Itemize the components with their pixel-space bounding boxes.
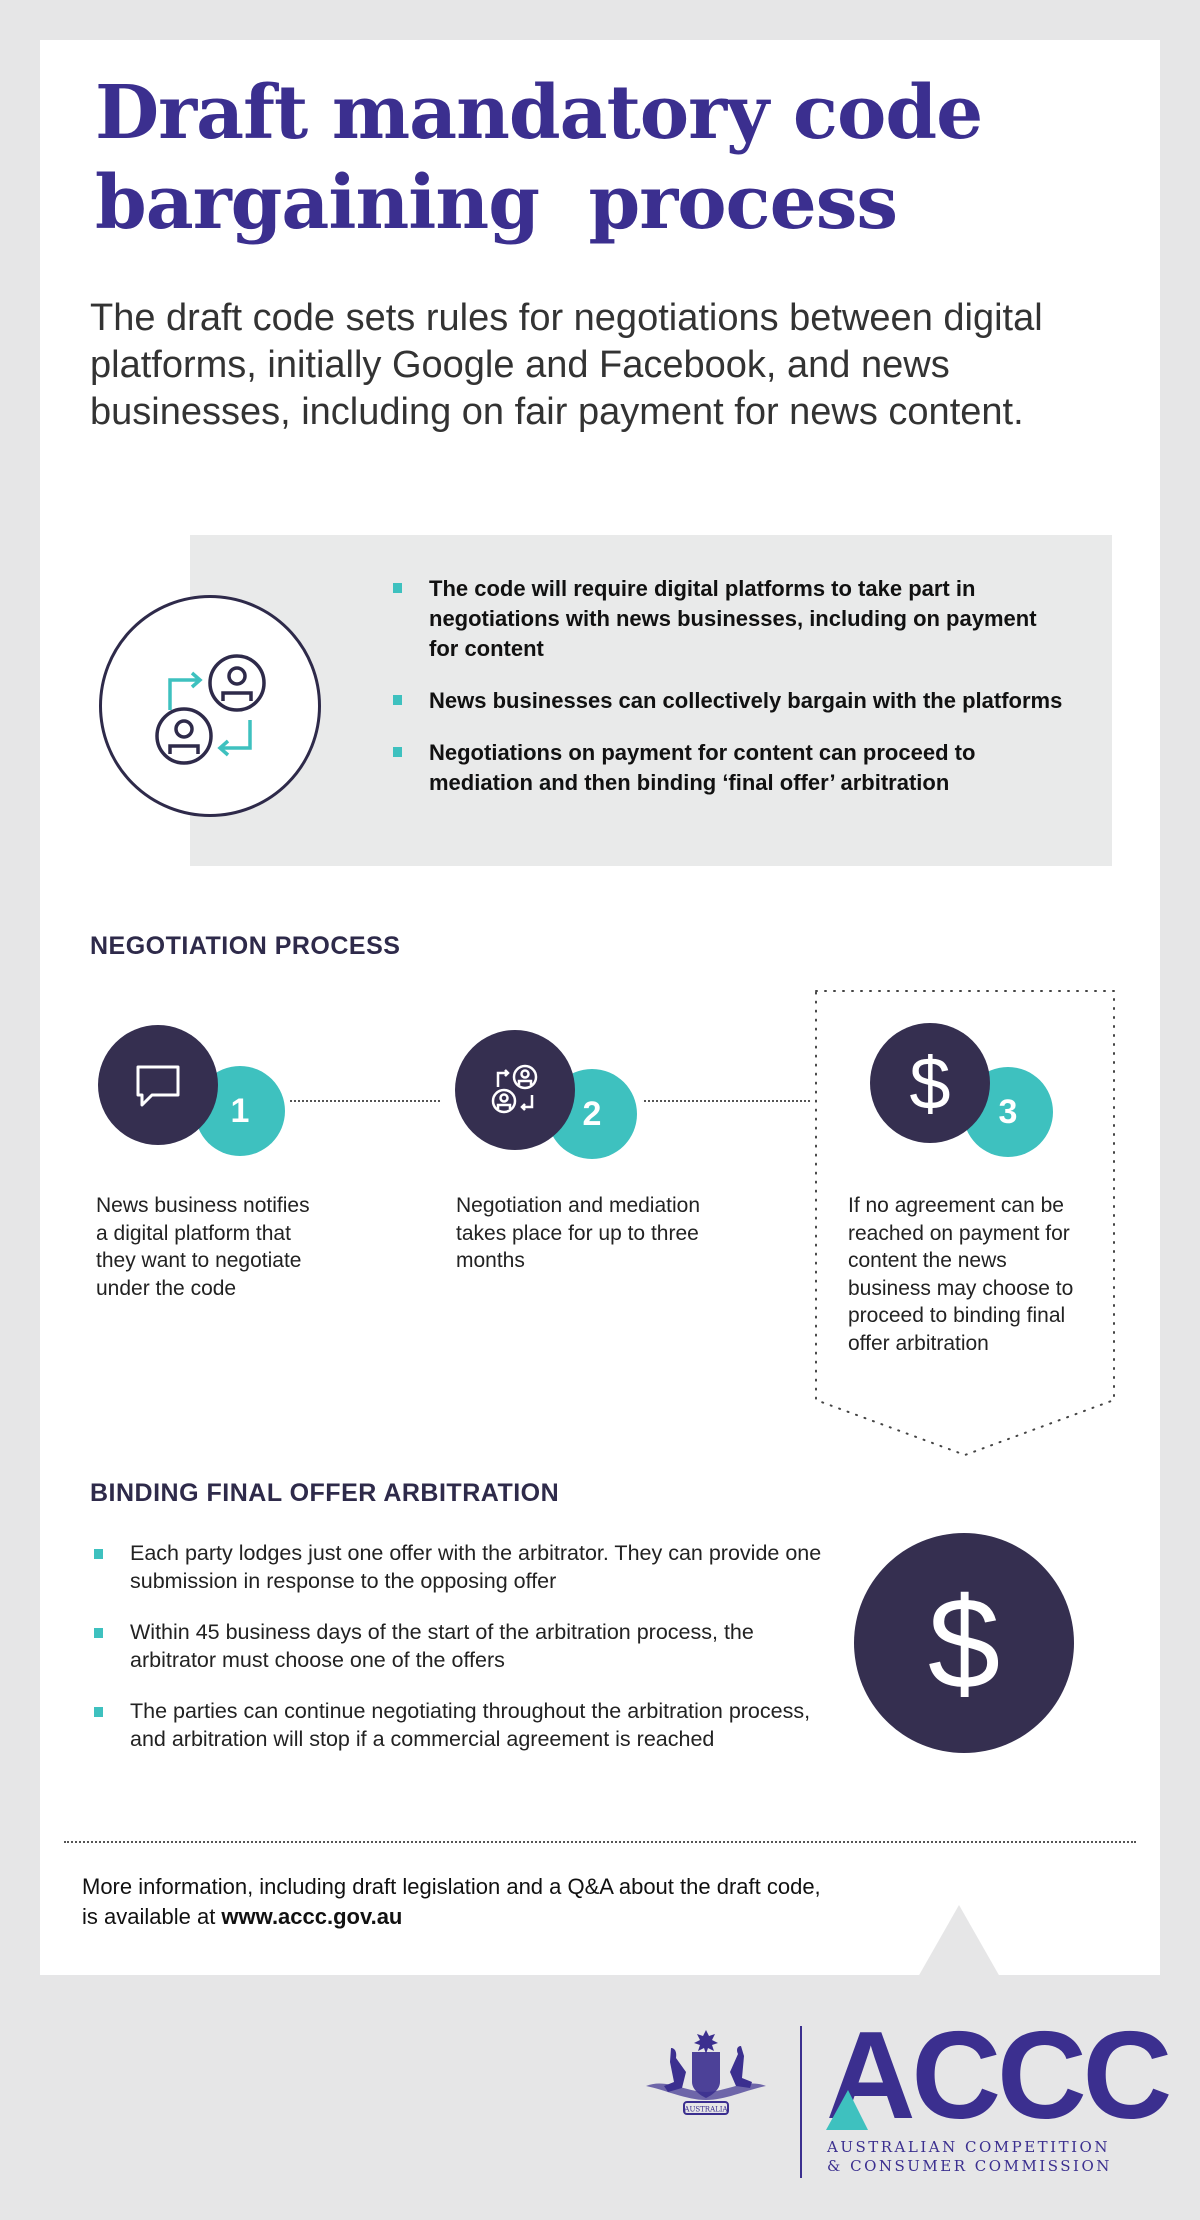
list-item: The parties can continue negotiating thr… <box>94 1698 830 1753</box>
pointer-triangle <box>918 1905 1000 1977</box>
intro-paragraph: The draft code sets rules for negotiatio… <box>90 297 1043 433</box>
page-title: Draft mandatory code bargaining process <box>95 68 983 248</box>
people-exchange-icon <box>455 1030 575 1150</box>
accc-acronym: ACCC <box>826 2007 1172 2145</box>
coat-of-arms-label: AUSTRALIA <box>683 2106 728 2114</box>
step-1-text: News business notifies a digital platfor… <box>96 1194 310 1300</box>
footer-text: More information, including draft legisl… <box>82 1872 842 1932</box>
negotiation-heading: NEGOTIATION PROCESS <box>90 932 401 960</box>
connector-line <box>290 1100 440 1102</box>
list-item: The code will require digital platforms … <box>393 574 1069 664</box>
people-exchange-icon <box>99 595 321 817</box>
summary-box <box>190 535 1112 866</box>
footer-text-body: More information, including draft legisl… <box>82 1874 821 1929</box>
dollar-icon: $ <box>870 1023 990 1143</box>
accc-logo-triangle <box>826 2090 868 2130</box>
speech-bubble-icon <box>98 1025 218 1145</box>
accc-name-line-2: & CONSUMER COMMISSION <box>827 2157 1112 2175</box>
dollar-icon: $ <box>854 1533 1074 1753</box>
list-item: Each party lodges just one offer with th… <box>94 1540 830 1595</box>
title-line-2: bargaining process <box>95 160 898 246</box>
accc-name-line-1: AUSTRALIAN COMPETITION <box>827 2138 1110 2156</box>
list-item: Within 45 business days of the start of … <box>94 1619 830 1674</box>
accc-full-name: AUSTRALIAN COMPETITION & CONSUMER COMMIS… <box>827 2138 1112 2176</box>
step-3-text: If no agreement can be reached on paymen… <box>848 1194 1074 1355</box>
logo-divider <box>800 2026 802 2178</box>
summary-bullets: The code will require digital platforms … <box>393 574 1069 820</box>
arbitration-bullets: Each party lodges just one offer with th… <box>94 1540 830 1777</box>
title-line-1: Draft mandatory code <box>95 70 983 156</box>
step-2-text: Negotiation and mediation takes place fo… <box>456 1194 701 1272</box>
coat-of-arms-logo: AUSTRALIA <box>646 2030 766 2115</box>
arbitration-heading: BINDING FINAL OFFER ARBITRATION <box>90 1479 560 1507</box>
list-item: Negotiations on payment for content can … <box>393 738 1069 798</box>
footer-divider <box>64 1841 1136 1843</box>
accc-website-link[interactable]: www.accc.gov.au <box>221 1904 403 1929</box>
connector-line <box>644 1100 810 1102</box>
list-item: News businesses can collectively bargain… <box>393 686 1069 716</box>
